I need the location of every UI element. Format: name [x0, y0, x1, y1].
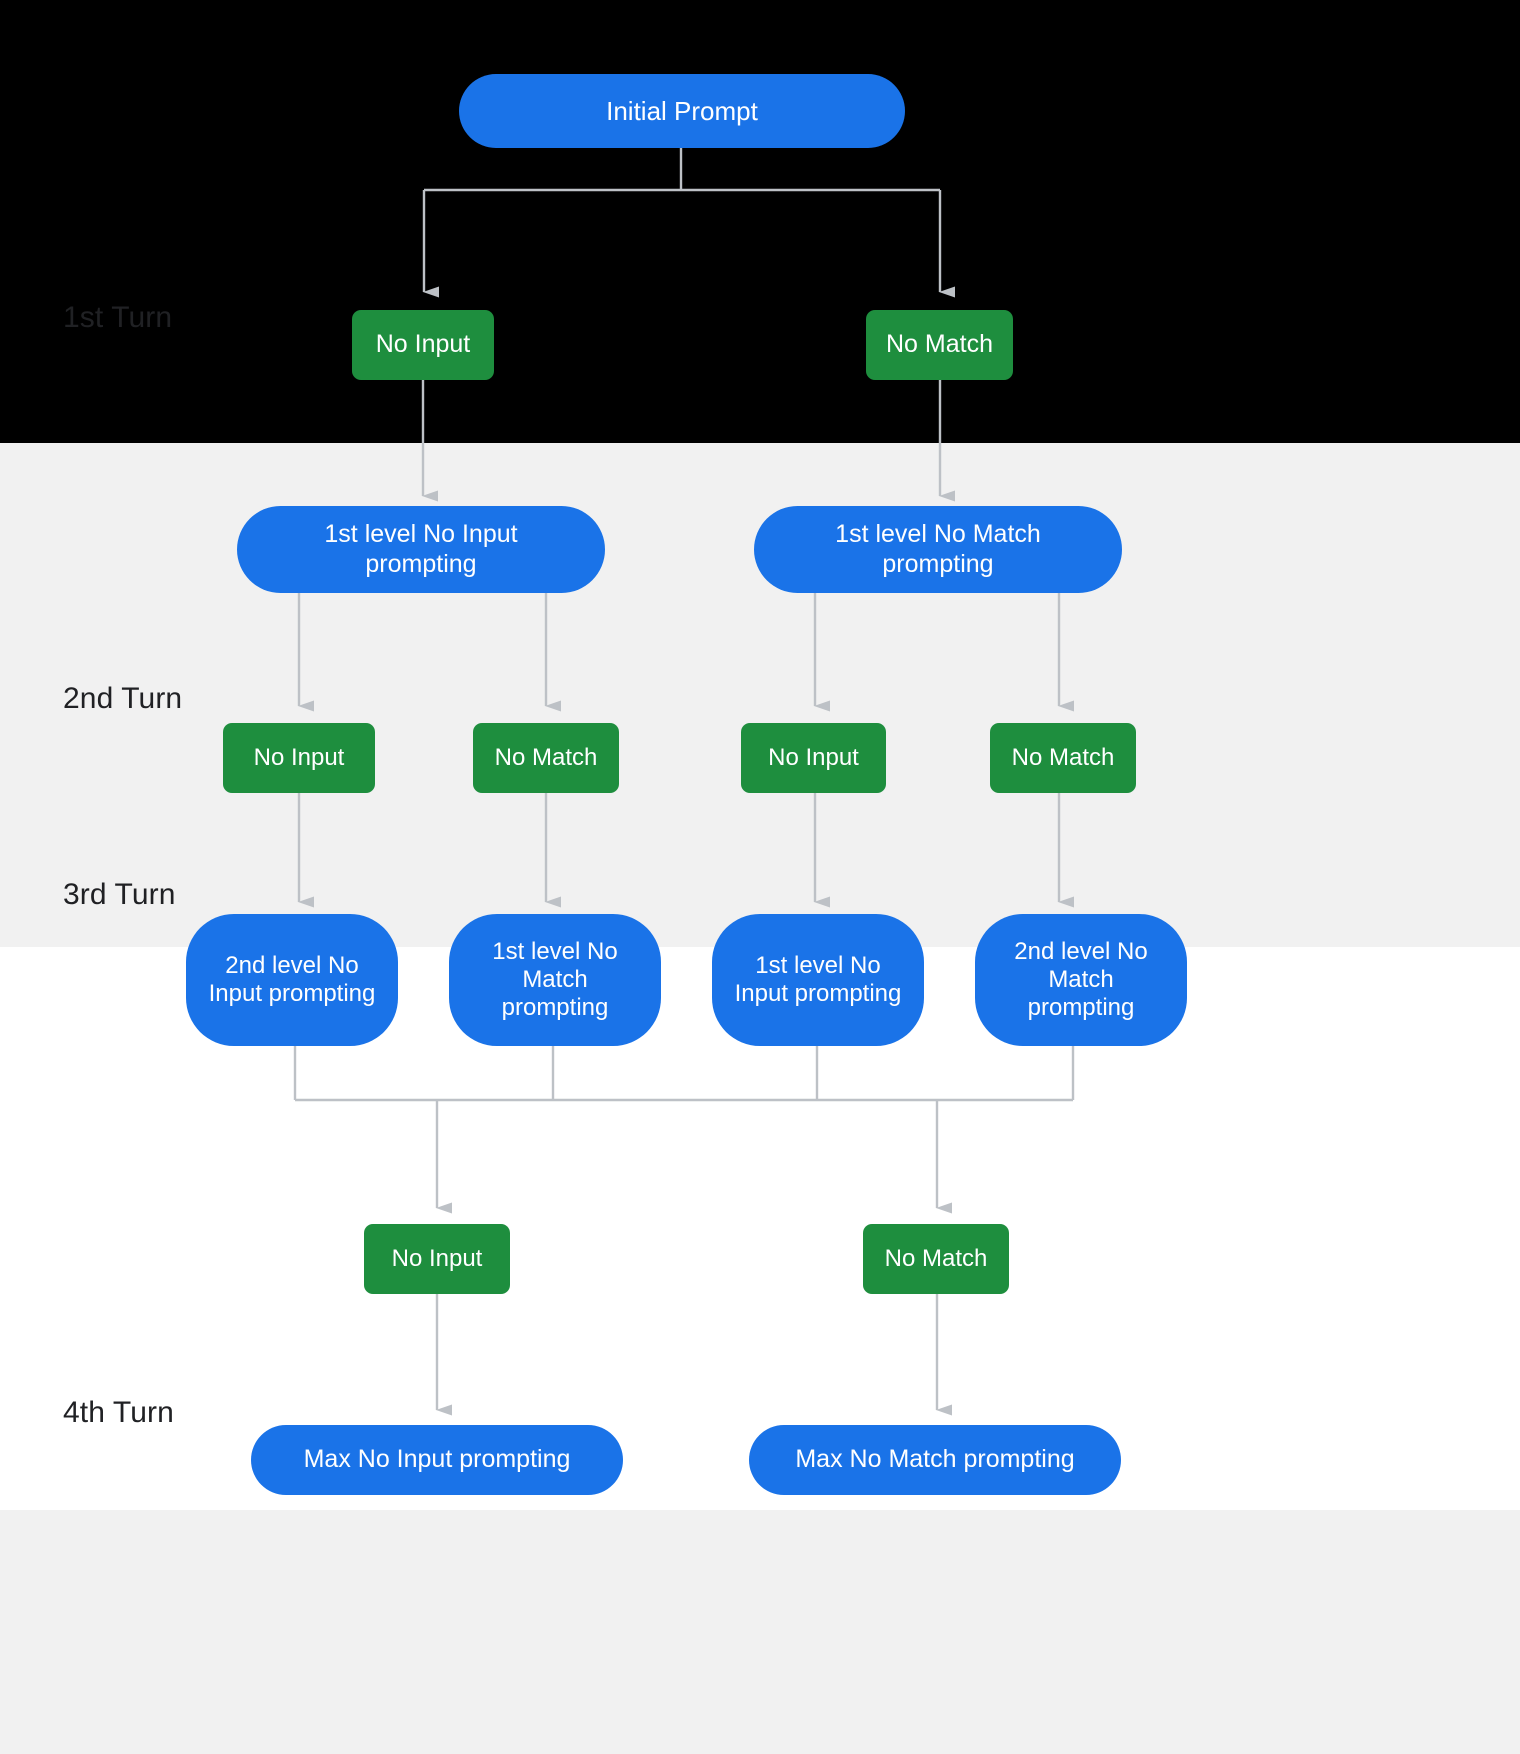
node-turn3-prompt-2nd-no-input[interactable]: 2nd level No Input prompting — [186, 914, 398, 1046]
turn-label-3rd: 3rd Turn — [63, 878, 176, 911]
node-turn2-no-input-b[interactable]: No Input — [741, 723, 886, 793]
node-turn2-prompt-no-input[interactable]: 1st level No Input prompting — [237, 506, 605, 593]
node-turn3-no-match[interactable]: No Match — [863, 1224, 1009, 1294]
node-turn3-no-input[interactable]: No Input — [364, 1224, 510, 1294]
node-turn2-no-input-a[interactable]: No Input — [223, 723, 375, 793]
node-turn2-no-match-a[interactable]: No Match — [473, 723, 619, 793]
node-turn4-max-no-match[interactable]: Max No Match prompting — [749, 1425, 1121, 1495]
node-turn1-no-match[interactable]: No Match — [866, 310, 1013, 380]
turn-label-1st: 1st Turn — [63, 301, 173, 334]
node-turn1-no-input[interactable]: No Input — [352, 310, 494, 380]
node-turn2-no-match-b[interactable]: No Match — [990, 723, 1136, 793]
node-turn3-prompt-1st-no-input[interactable]: 1st level No Input prompting — [712, 914, 924, 1046]
node-turn2-prompt-no-match[interactable]: 1st level No Match prompting — [754, 506, 1122, 593]
node-turn4-max-no-input[interactable]: Max No Input prompting — [251, 1425, 623, 1495]
band-2nd-turn — [0, 443, 1520, 947]
band-1st-turn — [0, 0, 1520, 443]
node-initial-prompt[interactable]: Initial Prompt — [459, 74, 905, 148]
band-4th-turn — [0, 1510, 1520, 1754]
turn-label-2nd: 2nd Turn — [63, 682, 183, 715]
node-turn3-prompt-2nd-no-match[interactable]: 2nd level No Match prompting — [975, 914, 1187, 1046]
node-turn3-prompt-1st-no-match[interactable]: 1st level No Match prompting — [449, 914, 661, 1046]
turn-label-4th: 4th Turn — [63, 1396, 174, 1429]
